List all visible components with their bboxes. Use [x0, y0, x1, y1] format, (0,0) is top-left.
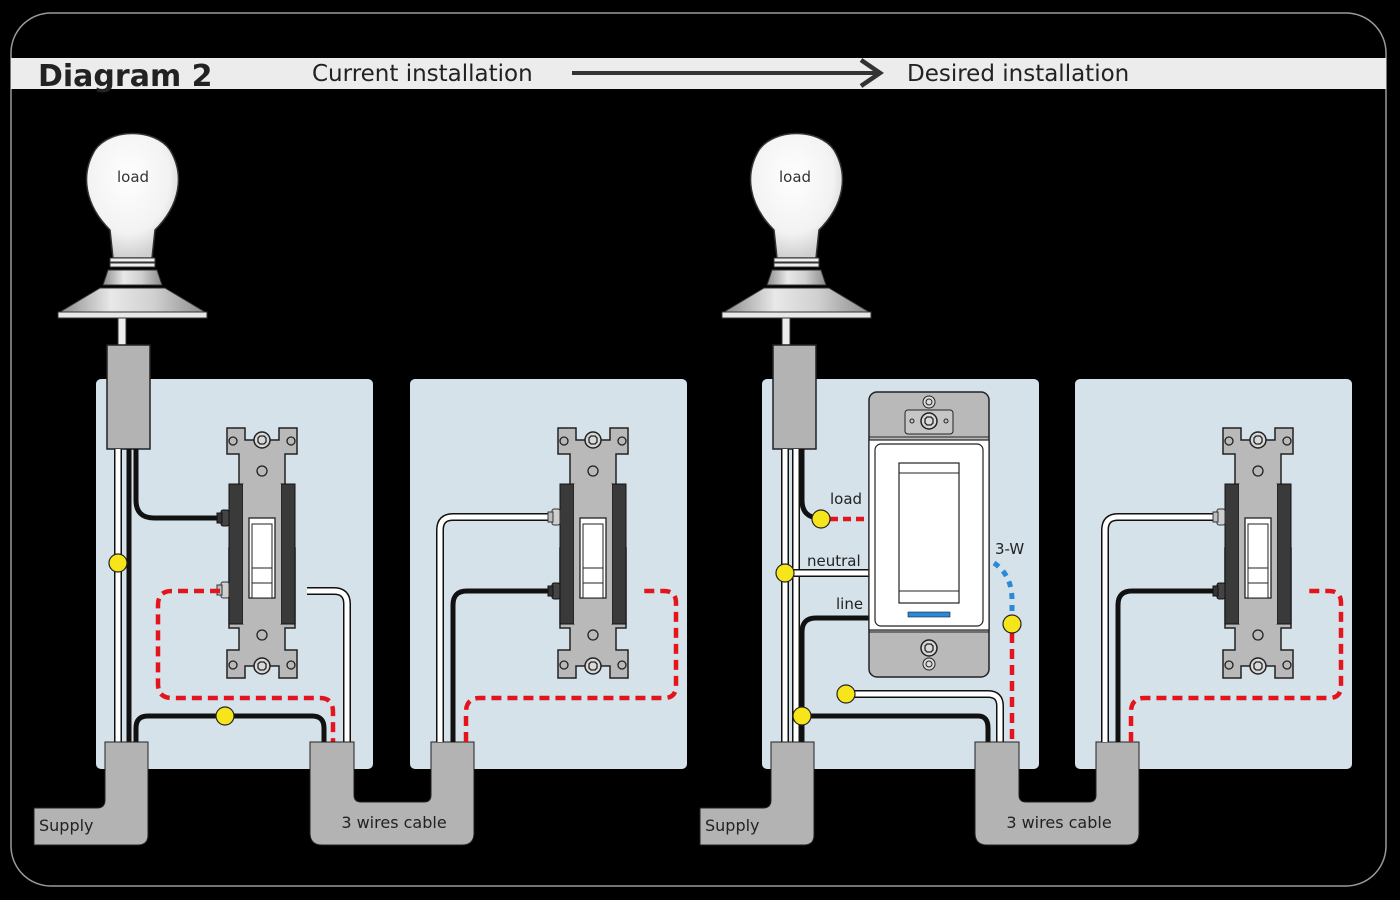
supply-cable	[699, 741, 815, 846]
wire-nut	[108, 553, 128, 573]
red-traveler-wire	[1128, 588, 1344, 742]
supply-label: Supply	[39, 816, 94, 835]
three-way-terminal-label: 3-W	[995, 540, 1024, 558]
red-traveler-wire	[155, 588, 336, 742]
three-wire-cable	[974, 741, 1140, 846]
three-way-wire	[992, 560, 1015, 622]
red-traveler-wire	[463, 588, 679, 742]
three-wire-cable-label: 3 wires cable	[341, 813, 446, 832]
desired-installation-label: Desired installation	[907, 61, 1129, 87]
current-installation: load Supply 3 wires cable	[33, 132, 921, 846]
wire-nut	[811, 509, 831, 529]
diagram-title: Diagram 2	[38, 59, 213, 94]
wire-nut	[1002, 614, 1022, 634]
bulb-load-label: load	[779, 168, 811, 186]
supply-label: Supply	[705, 816, 760, 835]
neutral-terminal-label: neutral	[807, 552, 861, 570]
wire-nut	[215, 706, 235, 726]
light-bulb-icon	[721, 132, 872, 347]
light-bulb-icon	[57, 132, 208, 347]
smart-switch	[868, 391, 990, 678]
three-wire-cable-label: 3 wires cable	[1006, 813, 1111, 832]
three-wire-cable	[309, 741, 475, 846]
right-arrow-icon	[572, 58, 884, 88]
desired-installation: load	[699, 132, 1352, 846]
outer-frame	[10, 12, 1387, 887]
wire-nut	[775, 563, 795, 583]
current-installation-label: Current installation	[312, 61, 533, 87]
load-terminal-label: load	[830, 490, 862, 508]
supply-cable	[33, 741, 149, 846]
led-indicator	[907, 611, 951, 618]
cable-sleeve	[772, 344, 817, 450]
line-terminal-label: line	[836, 595, 863, 613]
bulb-load-label: load	[117, 168, 149, 186]
wire-nut	[836, 684, 856, 704]
cable-sleeve	[106, 344, 151, 450]
wire-nut	[792, 706, 812, 726]
